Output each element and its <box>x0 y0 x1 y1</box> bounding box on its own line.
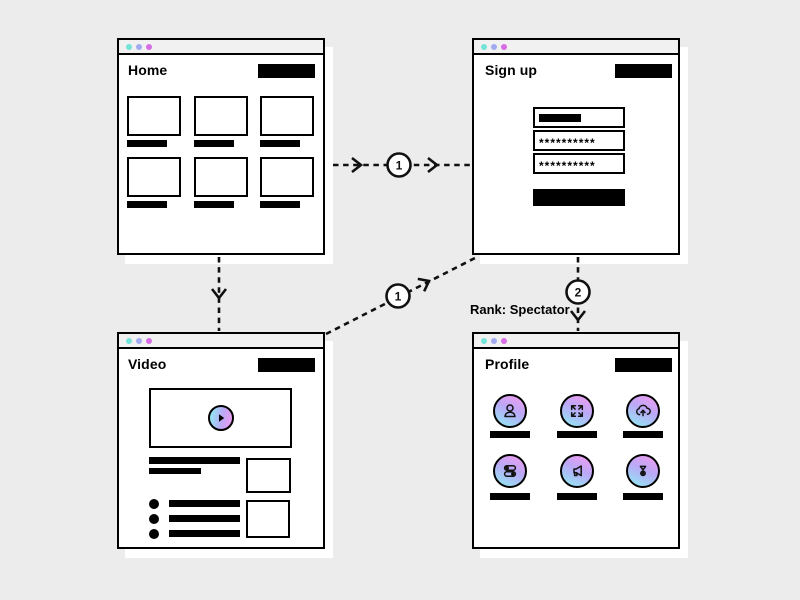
profile-nav-button[interactable] <box>615 358 672 372</box>
connector-signup-to-profile: 2 <box>565 257 591 331</box>
profile-feature-button[interactable] <box>493 394 527 428</box>
home-thumbnail[interactable] <box>260 96 314 136</box>
confirm-password-input[interactable]: ********** <box>533 153 625 174</box>
password-input[interactable]: ********** <box>533 130 625 151</box>
typed-text-bar <box>539 113 581 122</box>
window-dot-periwinkle[interactable] <box>136 337 142 344</box>
thumbnail-caption-bar <box>194 140 234 147</box>
bullet-dot <box>149 499 159 509</box>
cloud-upload-icon <box>636 404 651 417</box>
thumbnail-caption-bar <box>260 201 300 208</box>
window-dot-teal[interactable] <box>481 337 487 344</box>
window-dot-periwinkle[interactable] <box>491 337 497 344</box>
password-mask: ********** <box>539 159 596 173</box>
window-dot-teal[interactable] <box>126 43 132 50</box>
feature-label-bar <box>557 431 597 438</box>
step-number: 1 <box>396 159 403 173</box>
thumbnail-caption-bar <box>194 201 234 208</box>
play-icon <box>218 414 224 422</box>
home-window: Home <box>117 38 325 255</box>
window-dot-orchid[interactable] <box>146 43 152 50</box>
profile-window: Profile <box>472 332 680 549</box>
feature-label-bar <box>490 493 530 500</box>
rank-label: Rank: Spectator <box>470 302 570 317</box>
bullet-dot <box>149 529 159 539</box>
video-page-title: Video <box>128 356 167 372</box>
bullet-text-line <box>169 515 240 522</box>
feature-label-bar <box>557 493 597 500</box>
video-nav-button[interactable] <box>258 358 315 372</box>
home-thumbnail[interactable] <box>194 157 248 197</box>
arrowhead-upright-icon <box>417 277 431 292</box>
arrowhead-right-icon <box>427 156 440 174</box>
home-thumbnail[interactable] <box>260 157 314 197</box>
window-dot-teal[interactable] <box>481 43 487 50</box>
home-nav-button[interactable] <box>258 64 315 78</box>
video-window: Video <box>117 332 325 549</box>
feature-label-bar <box>623 431 663 438</box>
step-number: 2 <box>575 286 582 300</box>
connector-home-to-signup: 1 <box>333 152 470 178</box>
megaphone-icon <box>573 465 582 477</box>
profile-feature-button[interactable] <box>626 454 660 488</box>
signup-submit-button[interactable] <box>533 189 625 206</box>
video-title-bar-line <box>149 457 240 464</box>
play-button[interactable] <box>207 405 234 431</box>
profile-feature-button[interactable] <box>626 394 660 428</box>
arrowhead-down-icon <box>210 288 228 301</box>
feature-label-bar <box>623 493 663 500</box>
signup-nav-button[interactable] <box>615 64 672 78</box>
award-icon <box>639 465 647 477</box>
bullet-dot <box>149 514 159 524</box>
arrowhead-right-icon <box>351 156 364 174</box>
window-dot-orchid[interactable] <box>501 43 507 50</box>
password-mask: ********** <box>539 136 596 150</box>
signup-titlebar <box>474 40 678 55</box>
profile-feature-button[interactable] <box>493 454 527 488</box>
step-badge <box>385 283 411 309</box>
home-titlebar <box>119 40 323 55</box>
profile-titlebar <box>474 334 678 349</box>
feature-label-bar <box>490 431 530 438</box>
related-video-box[interactable] <box>246 458 291 493</box>
home-page-title: Home <box>128 62 168 78</box>
bullet-text-line <box>169 500 240 507</box>
username-input[interactable] <box>533 107 625 128</box>
bullet-text-line <box>169 530 240 537</box>
step-badge <box>565 279 591 305</box>
profile-feature-button[interactable] <box>560 394 594 428</box>
move-icon <box>570 404 584 418</box>
thumbnail-caption-bar <box>260 140 300 147</box>
thumbnail-caption-bar <box>127 201 167 208</box>
toggles-icon <box>503 465 517 477</box>
connector-video-to-signup: 1 <box>325 255 478 336</box>
window-dot-teal[interactable] <box>126 337 132 344</box>
video-subtitle-bar-line <box>149 468 201 474</box>
step-badge <box>386 152 412 178</box>
arrowhead-down-icon <box>569 310 587 323</box>
home-thumbnail[interactable] <box>127 157 181 197</box>
thumbnail-caption-bar <box>127 140 167 147</box>
home-thumbnail[interactable] <box>194 96 248 136</box>
signup-window: Sign up ********** ********** <box>472 38 680 255</box>
window-dot-orchid[interactable] <box>501 337 507 344</box>
user-icon <box>504 404 516 418</box>
window-dot-periwinkle[interactable] <box>136 43 142 50</box>
window-dot-periwinkle[interactable] <box>491 43 497 50</box>
video-player <box>149 388 292 448</box>
connector-home-to-video <box>210 257 228 331</box>
home-thumbnail[interactable] <box>127 96 181 136</box>
profile-page-title: Profile <box>485 356 530 372</box>
window-dot-orchid[interactable] <box>146 337 152 344</box>
step-number: 1 <box>395 290 402 304</box>
video-titlebar <box>119 334 323 349</box>
signup-page-title: Sign up <box>485 62 538 78</box>
profile-feature-button[interactable] <box>560 454 594 488</box>
related-video-box[interactable] <box>246 500 290 538</box>
